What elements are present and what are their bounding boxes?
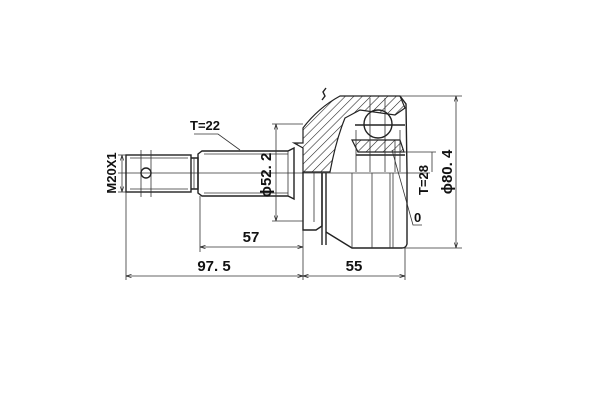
- label-outer-diameter: ϕ80. 4: [439, 149, 456, 194]
- leader-abs: 0: [391, 149, 422, 226]
- dim-seal-diameter: ϕ52. 2: [258, 123, 303, 222]
- leader-shaft-spline: T=22: [190, 118, 241, 151]
- threaded-stub: [125, 150, 199, 197]
- splined-shaft: [197, 146, 295, 201]
- label-shaft-spline: T=22: [190, 118, 220, 133]
- label-abs: 0: [414, 210, 421, 225]
- dim-bell-spline: T=28: [385, 151, 436, 195]
- dim-outer-diameter: ϕ80. 4: [400, 95, 462, 249]
- bell-housing: [291, 87, 408, 173]
- label-thread: M20X1: [104, 152, 119, 193]
- label-seal-diameter: ϕ52. 2: [258, 153, 275, 198]
- dim-length-57: 57: [199, 196, 304, 280]
- dim-length-97-5: 97. 5: [125, 192, 303, 280]
- bell-exterior: [302, 172, 408, 249]
- label-length-55: 55: [346, 258, 363, 275]
- label-bell-spline: T=28: [416, 165, 431, 195]
- label-length-57: 57: [243, 229, 260, 246]
- label-length-97-5: 97. 5: [197, 258, 230, 275]
- dim-thread: M20X1: [104, 152, 126, 194]
- dim-length-55: 55: [303, 248, 406, 280]
